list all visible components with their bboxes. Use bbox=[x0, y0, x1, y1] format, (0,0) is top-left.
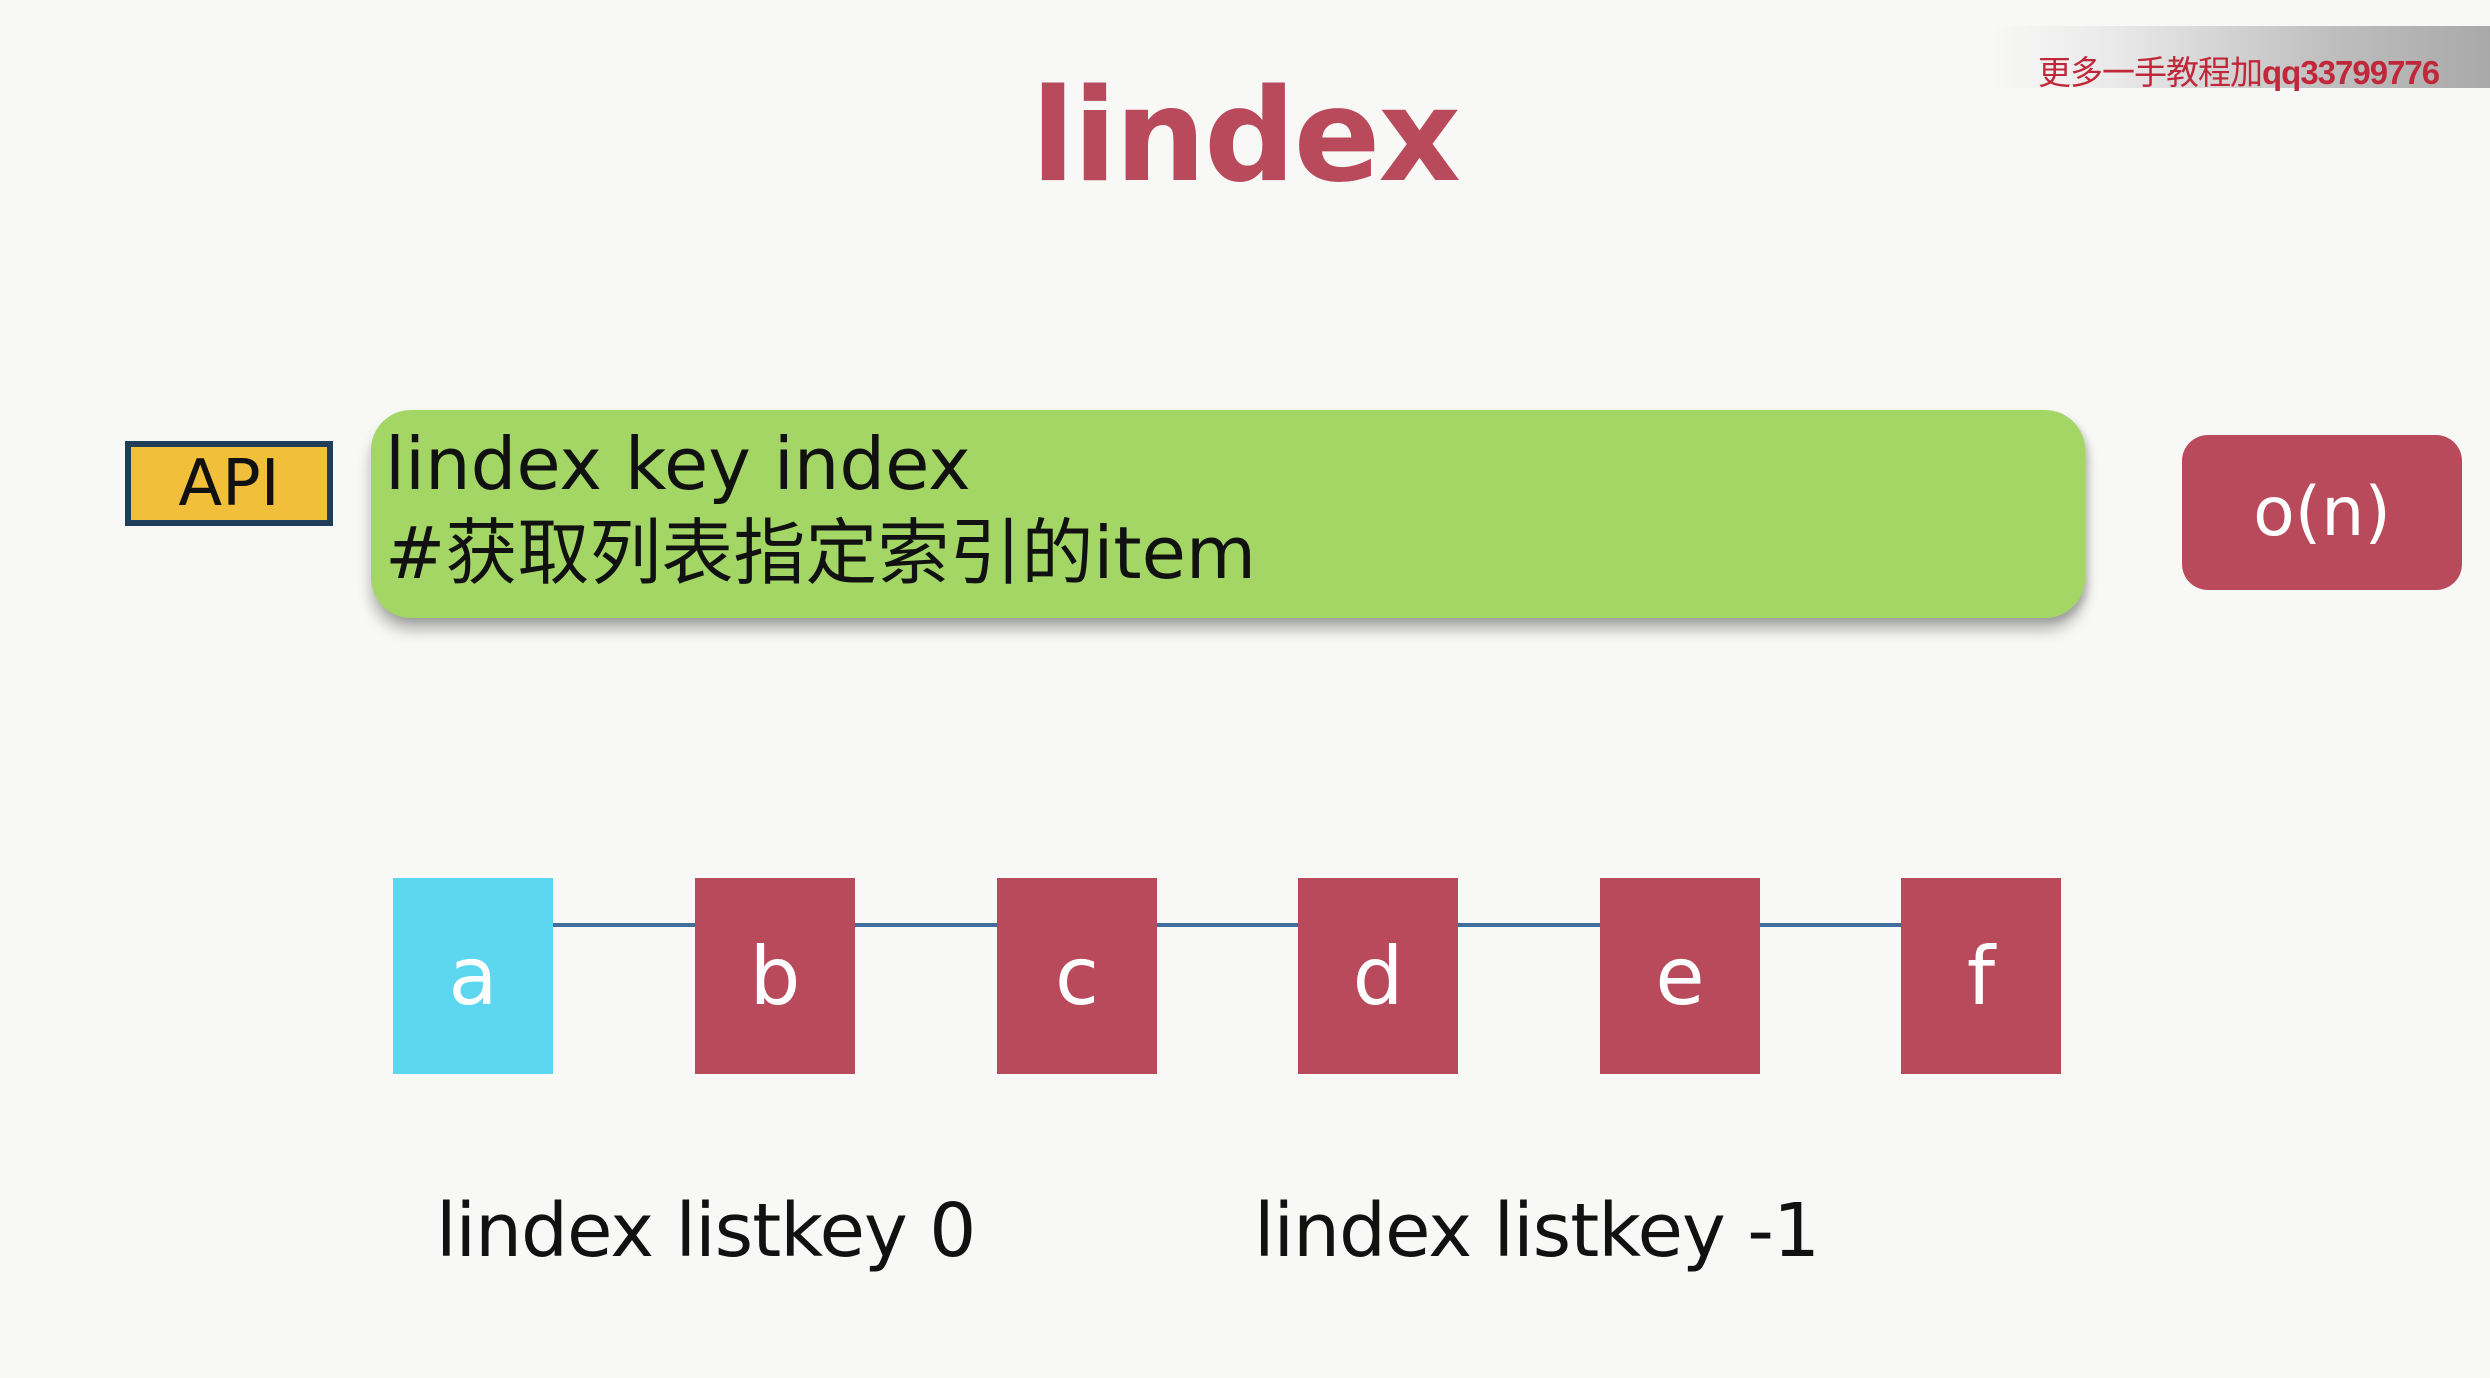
command-banner: lindex key index #获取列表指定索引的item bbox=[371, 410, 2085, 618]
list-node-a: a bbox=[393, 878, 553, 1074]
command-comment: #获取列表指定索引的item bbox=[385, 511, 1256, 595]
command-syntax: lindex key index bbox=[385, 422, 971, 506]
watermark-text: 更多一手教程加qq33799776 bbox=[2038, 46, 2440, 94]
list-node-d: d bbox=[1298, 878, 1458, 1074]
api-badge: API bbox=[125, 441, 333, 526]
example-first: lindex listkey 0 bbox=[436, 1188, 976, 1274]
list-node-f: f bbox=[1901, 878, 2061, 1074]
complexity-badge: o(n) bbox=[2182, 435, 2462, 590]
list-node-c: c bbox=[997, 878, 1157, 1074]
watermark-bar bbox=[1990, 26, 2490, 88]
list-connector bbox=[476, 923, 1976, 927]
watermark-cn: 更多一手教程加 bbox=[2038, 53, 2263, 92]
slide-title: lindex bbox=[1031, 62, 1461, 211]
watermark-qq: qq33799776 bbox=[2262, 54, 2440, 91]
list-node-b: b bbox=[695, 878, 855, 1074]
list-node-e: e bbox=[1600, 878, 1760, 1074]
example-last: lindex listkey -1 bbox=[1254, 1188, 1820, 1274]
